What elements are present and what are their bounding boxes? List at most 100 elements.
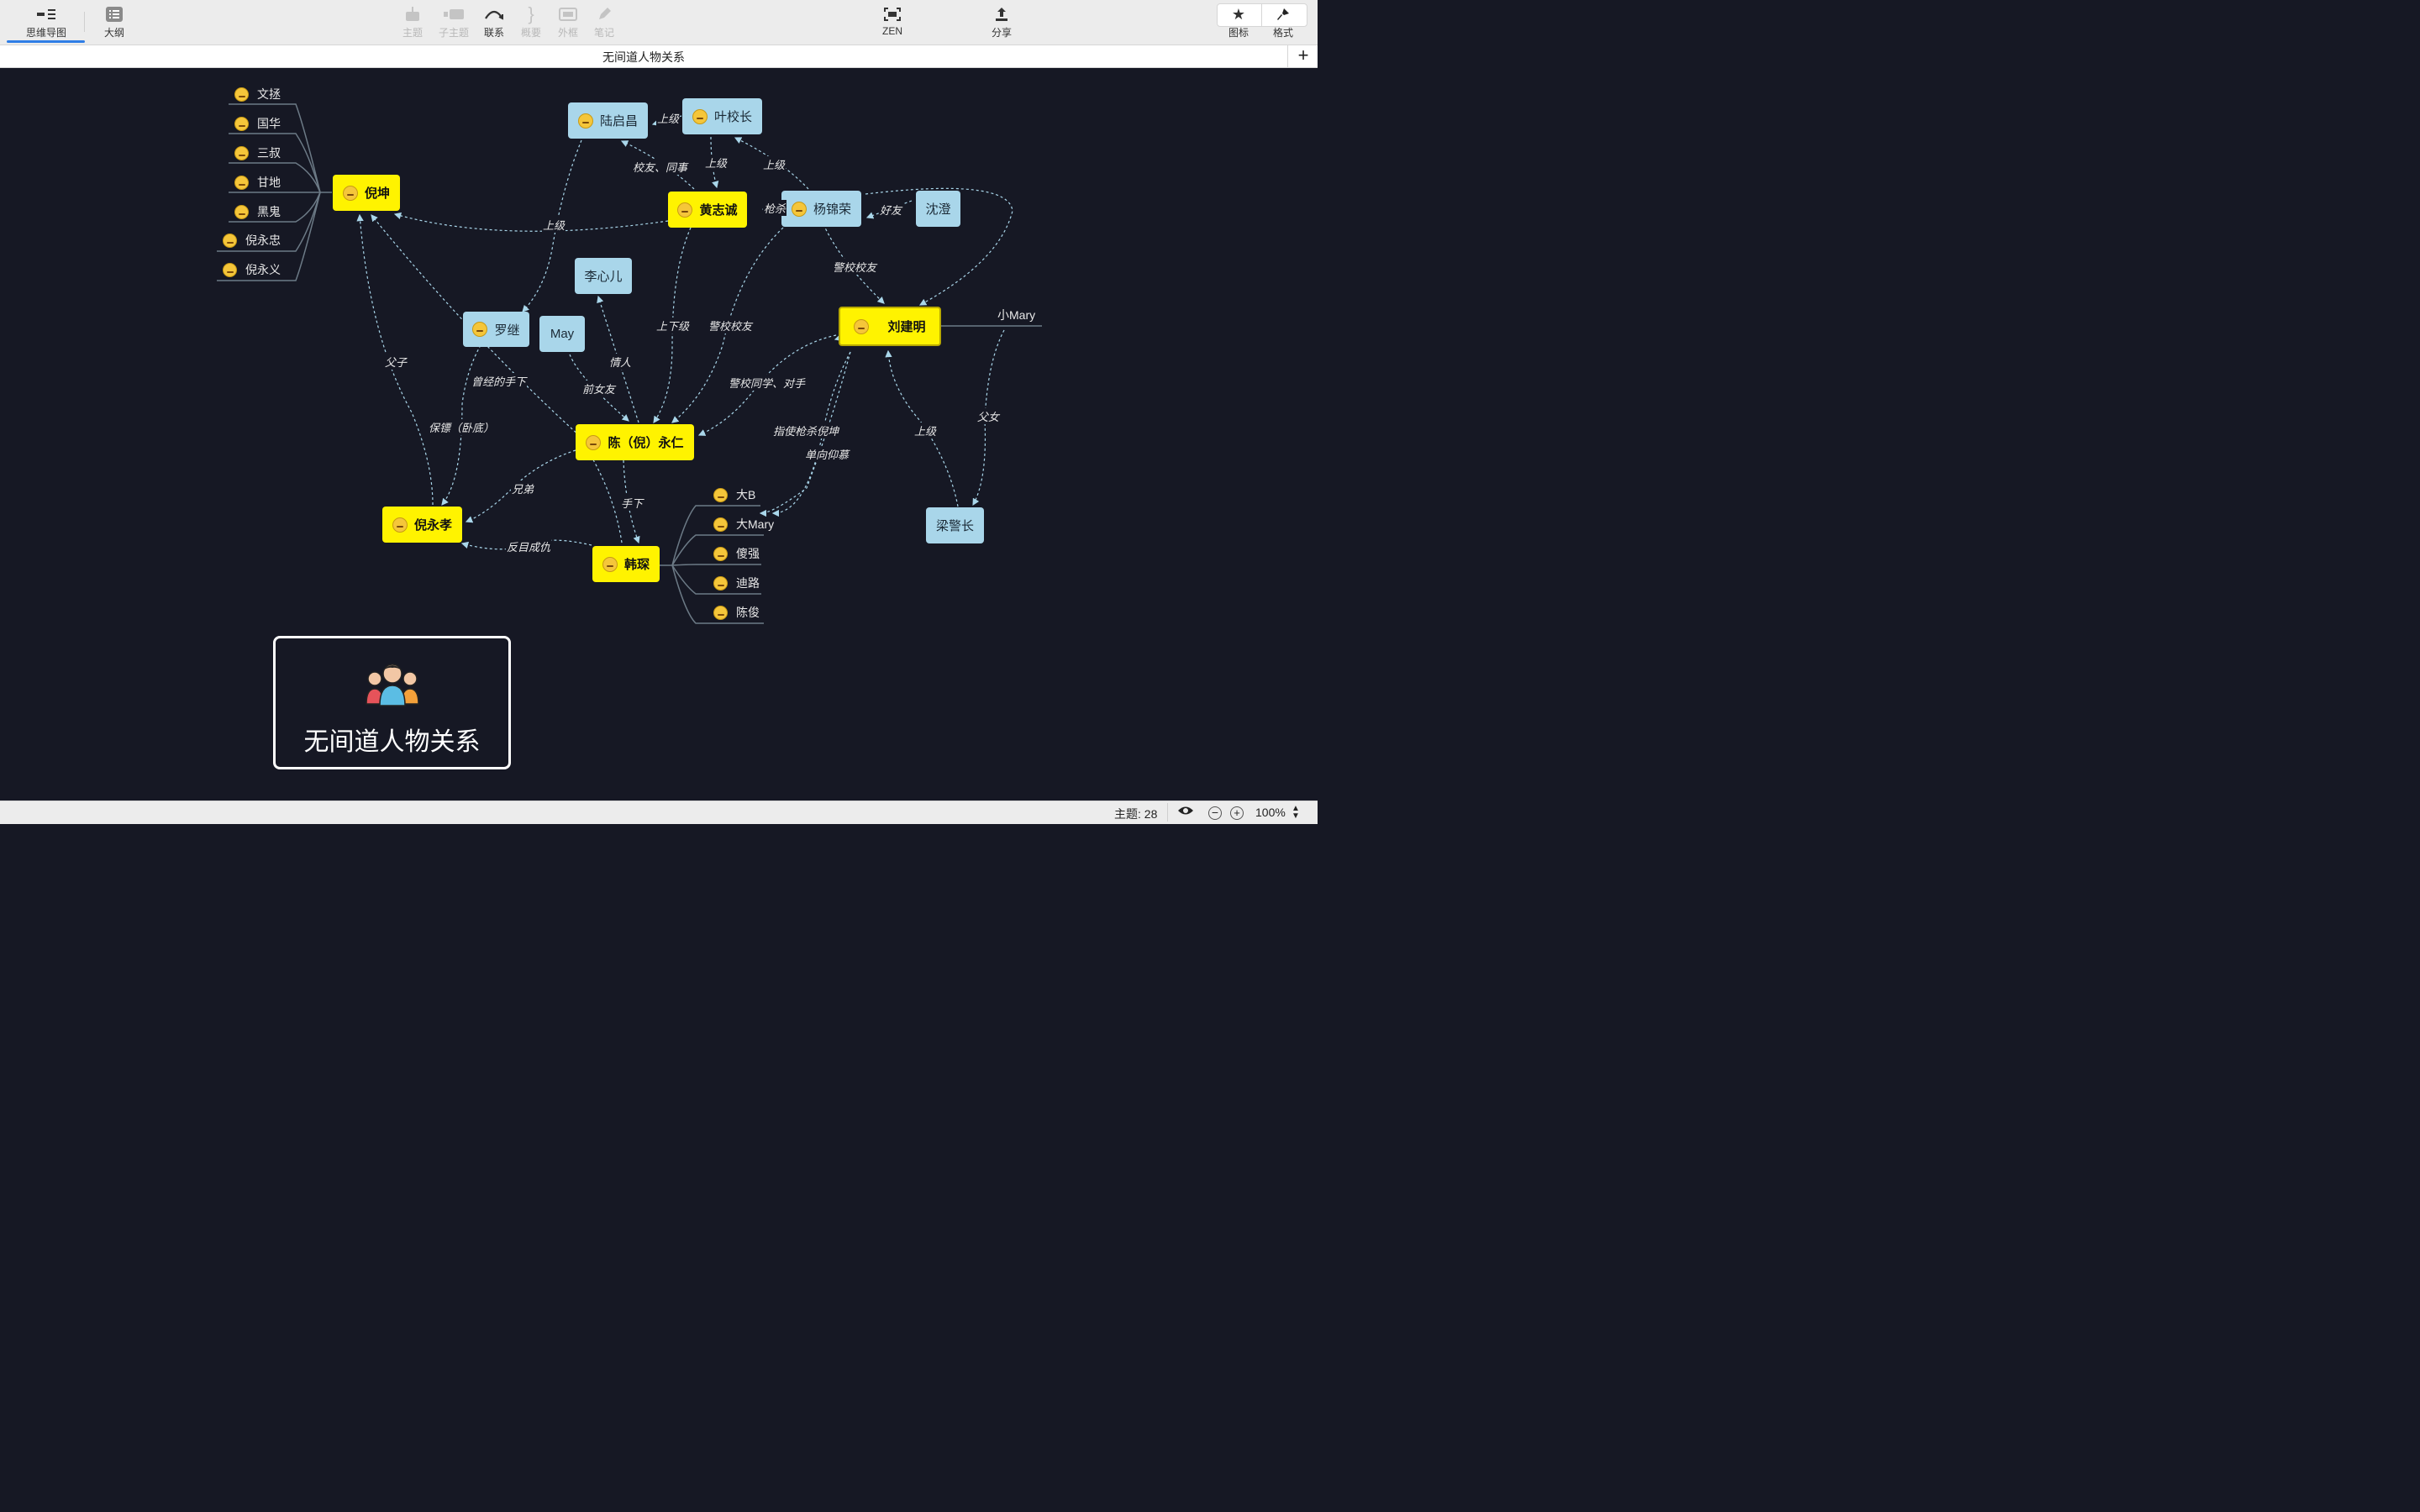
relation-label[interactable]: 保镖（卧底） <box>428 419 496 435</box>
subtopic-hanchen-1[interactable]: 大Mary <box>713 516 774 533</box>
share-upload-icon <box>976 3 1027 25</box>
outline-tab[interactable]: 大纲 <box>89 3 139 39</box>
share-button[interactable]: 分享 <box>976 3 1027 39</box>
relation-label[interactable]: 上级 <box>704 155 729 171</box>
face-emoji-icon <box>677 202 693 218</box>
face-emoji-icon <box>713 487 728 502</box>
zoom-level[interactable]: 100% <box>1255 806 1286 819</box>
topic-lixiner[interactable]: 李心儿 <box>575 258 632 294</box>
relation-label[interactable]: 警校同学、对手 <box>728 375 807 391</box>
relation-label[interactable]: 警校校友 <box>832 259 878 275</box>
topic-niyongxiao[interactable]: 倪永孝 <box>382 507 462 543</box>
legend-card[interactable]: 无间道人物关系 <box>273 636 511 769</box>
zoom-in-button[interactable]: + <box>1230 806 1244 820</box>
relation-label[interactable]: 反目成仇 <box>506 538 552 554</box>
topic-may[interactable]: May <box>539 316 585 352</box>
eye-icon[interactable] <box>1177 805 1194 819</box>
summary-label: 概要 <box>520 27 541 39</box>
topic-label: 叶校长 <box>713 110 752 124</box>
relation-label[interactable]: 校友、同事 <box>632 159 689 175</box>
subtopic-nikun-1[interactable]: 国华 <box>234 115 281 132</box>
subtopic-hanchen-3[interactable]: 迪路 <box>713 575 760 591</box>
boundary-button[interactable]: 外框 <box>543 3 593 39</box>
mindmap-tab[interactable]: 思维导图 <box>21 3 71 39</box>
document-title[interactable]: 无间道人物关系 <box>602 50 685 64</box>
topic-button[interactable]: 主题 <box>387 3 438 39</box>
face-emoji-icon <box>692 108 708 124</box>
topic-luqichang[interactable]: 陆启昌 <box>568 102 648 139</box>
subtopic-button[interactable]: 子主题 <box>429 3 479 39</box>
format-panel-button[interactable]: 格式 <box>1258 3 1308 39</box>
relation-label[interactable]: 兄弟 <box>511 480 535 496</box>
relation-label[interactable]: 上级 <box>656 110 681 126</box>
topic-yexiaozhang[interactable]: 叶校长 <box>682 98 762 134</box>
topic-xiaomary[interactable]: 小Mary <box>997 307 1035 323</box>
relation-button[interactable]: 联系 <box>469 3 519 39</box>
zen-label: ZEN <box>882 25 902 37</box>
topic-label: 罗继 <box>494 323 520 338</box>
mindmap-icon <box>21 3 71 25</box>
topic-nikun[interactable]: 倪坤 <box>333 175 400 211</box>
subtopic-nikun-4[interactable]: 黑鬼 <box>234 203 281 220</box>
relation-label[interactable]: 手下 <box>620 495 644 511</box>
add-sheet-button[interactable]: + <box>1287 45 1318 67</box>
format-panel-label: 格式 <box>1272 27 1293 39</box>
subtopic-label: 大B <box>736 488 756 501</box>
relation-label[interactable]: 枪杀 <box>763 200 787 216</box>
relation-label[interactable]: 上级 <box>762 156 786 172</box>
topic-huangzhicheng[interactable]: 黄志诚 <box>668 192 747 228</box>
zoom-stepper-icon[interactable]: ▲▼ <box>1292 804 1300 821</box>
face-emoji-icon <box>713 546 728 561</box>
topic-liujianming[interactable]: 刘建明 <box>839 307 941 346</box>
topic-count: 主题: 28 <box>1114 807 1158 821</box>
zoom-out-button[interactable]: − <box>1208 806 1222 820</box>
relation-label[interactable]: 前女友 <box>581 381 617 396</box>
face-emoji-icon <box>602 556 618 572</box>
subtopic-hanchen-4[interactable]: 陈俊 <box>713 604 760 621</box>
subtopic-hanchen-0[interactable]: 大B <box>713 486 755 503</box>
subtopic-nikun-2[interactable]: 三叔 <box>234 144 281 161</box>
note-button[interactable]: 笔记 <box>579 3 629 39</box>
topic-hanchen[interactable]: 韩琛 <box>592 546 660 582</box>
subtopic-label: 迪路 <box>736 576 760 590</box>
relation-label[interactable]: 情人 <box>608 354 633 370</box>
relation-label[interactable]: 好友 <box>879 202 903 218</box>
relation-label[interactable]: 指使枪杀倪坤 <box>772 423 840 438</box>
icon-panel-button[interactable]: ★ 图标 <box>1213 3 1264 39</box>
subtopic-nikun-6[interactable]: 倪永义 <box>223 261 281 278</box>
topic-luoji[interactable]: 罗继 <box>463 312 529 347</box>
zen-button[interactable]: ZEN <box>867 3 918 37</box>
topic-label: 黄志诚 <box>699 203 738 218</box>
relation-label[interactable]: 父子 <box>384 354 408 370</box>
face-emoji-icon <box>234 145 249 160</box>
panel-toggle-group <box>1217 3 1307 27</box>
subtopic-nikun-5[interactable]: 倪永忠 <box>223 232 281 249</box>
topic-yangjinrong[interactable]: 杨锦荣 <box>781 191 861 227</box>
subtopic-nikun-3[interactable]: 甘地 <box>234 174 281 191</box>
relation-label[interactable]: 上级 <box>542 217 566 233</box>
subtopic-label: 倪永忠 <box>245 234 281 247</box>
toolbar-divider <box>84 12 85 32</box>
subtopic-label: 国华 <box>257 117 281 130</box>
mindmap-canvas[interactable]: 倪坤 黄志诚 陆启昌 叶校长 杨锦荣 沈澄 李心儿 罗继 May 刘建明 小Ma… <box>0 68 1318 801</box>
relation-icon <box>469 3 519 25</box>
boundary-icon <box>543 3 593 25</box>
relation-label[interactable]: 上级 <box>913 423 938 438</box>
topic-shencheng[interactable]: 沈澄 <box>916 191 960 227</box>
relation-label[interactable]: 曾经的手下 <box>471 373 528 389</box>
relation-label[interactable]: 警校校友 <box>708 318 754 333</box>
outline-icon <box>89 3 139 25</box>
face-emoji-icon <box>586 434 602 450</box>
summary-button[interactable]: } 概要 <box>506 3 556 39</box>
relation-label[interactable]: 父女 <box>976 408 1001 424</box>
relation-label[interactable]: 单向仰慕 <box>804 446 850 462</box>
subtopic-nikun-0[interactable]: 文拯 <box>234 86 281 102</box>
topic-label: 李心儿 <box>584 270 623 284</box>
topic-label: 小Mary <box>997 308 1036 322</box>
subtopic-hanchen-2[interactable]: 傻强 <box>713 545 760 562</box>
relation-label[interactable]: 上下级 <box>655 318 691 333</box>
topic-chenyongren[interactable]: 陈（倪）永仁 <box>576 424 694 460</box>
panel-toggle-divider <box>1261 4 1262 26</box>
subtopic-label: 文拯 <box>257 87 281 101</box>
topic-liangjingzhang[interactable]: 梁警长 <box>926 507 984 543</box>
